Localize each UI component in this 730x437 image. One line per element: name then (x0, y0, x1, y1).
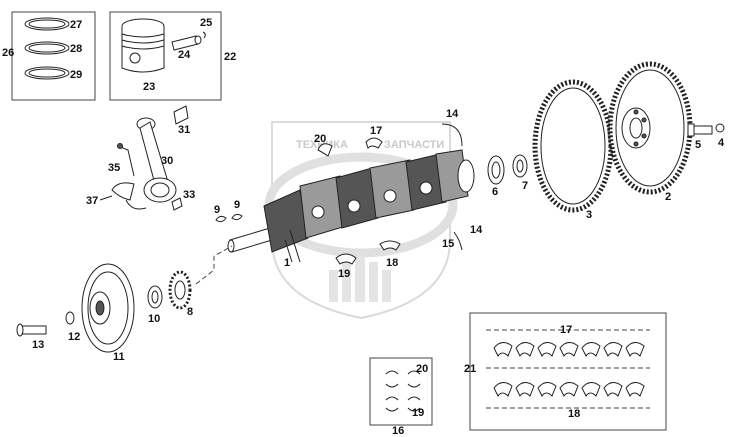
label-4: 4 (718, 137, 725, 149)
label-26: 26 (2, 47, 14, 59)
label-20b: 20 (416, 363, 428, 375)
connecting-rod-group (111, 105, 189, 211)
pulley-bolt (19, 325, 47, 335)
label-12: 12 (68, 331, 80, 343)
main-bearing-set (469, 312, 667, 431)
label-3: 3 (586, 209, 592, 221)
label-35: 35 (108, 162, 120, 174)
label-33: 33 (183, 189, 195, 201)
label-2: 2 (665, 191, 671, 203)
label-6: 6 (492, 186, 498, 198)
ring-gear (532, 79, 614, 213)
crank-bearing-shells (317, 137, 401, 265)
label-14b: 14 (470, 224, 483, 236)
label-17a: 17 (370, 125, 382, 137)
label-15: 15 (442, 238, 454, 250)
rod-bearing-shell (111, 182, 135, 201)
label-7: 7 (522, 180, 528, 192)
rod-bolt (117, 145, 135, 177)
piston-pin-clip (202, 31, 206, 39)
rear-seal (441, 123, 463, 147)
label-37: 37 (86, 195, 98, 207)
label-25: 25 (200, 17, 212, 29)
crankshaft (227, 149, 475, 263)
label-18b: 18 (568, 408, 580, 420)
label-1: 1 (284, 257, 290, 269)
label-5: 5 (695, 139, 701, 151)
piston-rings-group (11, 11, 96, 101)
label-19a: 19 (338, 268, 350, 280)
label-11: 11 (113, 351, 125, 363)
label-9a: 9 (214, 204, 220, 216)
label-30: 30 (161, 155, 173, 167)
woodruff-keys (215, 213, 243, 223)
label-24: 24 (178, 49, 191, 61)
piston-group (109, 11, 222, 101)
thrust-ring-set (369, 357, 433, 426)
label-22: 22 (224, 51, 236, 63)
label-21: 21 (464, 363, 476, 375)
pilot-bearing-and-seal (487, 154, 528, 185)
label-10: 10 (148, 313, 160, 325)
label-27: 27 (70, 19, 82, 31)
label-29: 29 (70, 69, 82, 81)
label-17b: 17 (560, 324, 572, 336)
front-pulley-assembly (16, 245, 233, 353)
label-20a: 20 (314, 133, 326, 145)
label-16: 16 (392, 425, 404, 437)
watermark-line2: ЗАПЧАСТИ (384, 139, 444, 151)
small-end-bushing (173, 105, 189, 125)
washer (65, 311, 75, 325)
label-31: 31 (178, 124, 190, 136)
leader-37 (99, 195, 113, 201)
label-13: 13 (32, 339, 44, 351)
label-9b: 9 (234, 199, 240, 211)
label-23: 23 (143, 81, 155, 93)
rod-nut (171, 197, 183, 211)
piston-pin (171, 35, 199, 51)
flywheel-bolt (687, 123, 725, 137)
thrust-washer (453, 231, 463, 251)
flywheel (607, 61, 693, 195)
label-19b: 19 (412, 407, 424, 419)
label-28: 28 (70, 43, 82, 55)
label-18a: 18 (386, 257, 398, 269)
label-14a: 14 (446, 108, 459, 120)
label-8: 8 (187, 306, 193, 318)
